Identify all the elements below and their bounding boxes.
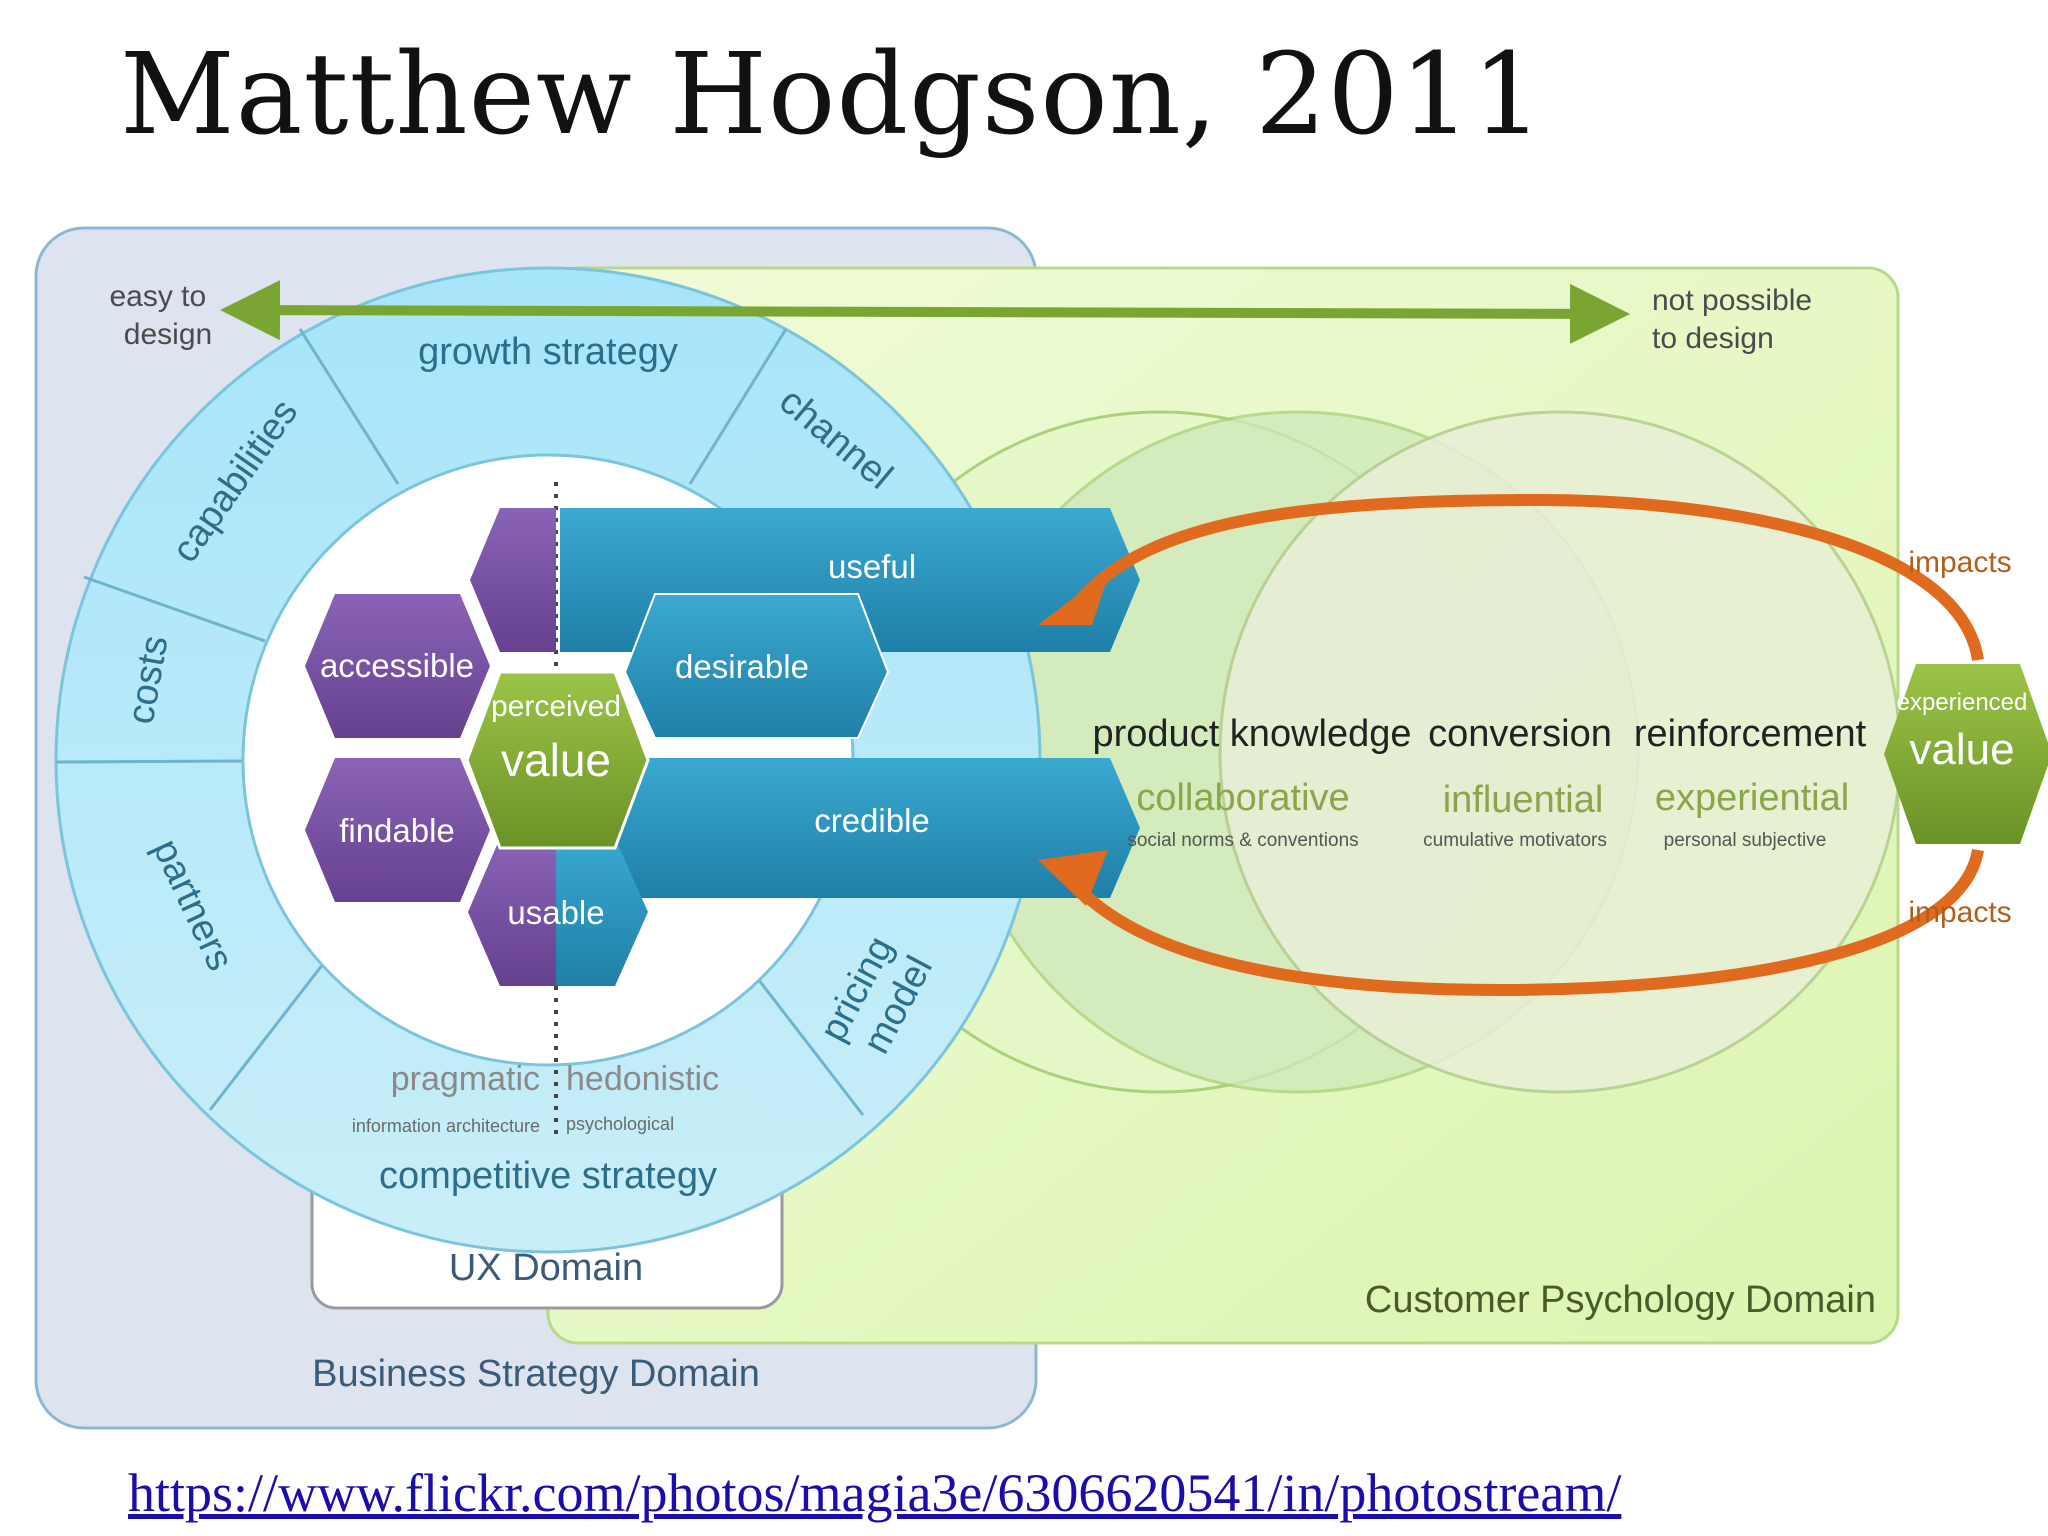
stage-sub-experiential: personal subjective <box>1664 830 1827 851</box>
accessible-hexagon[interactable] <box>305 594 490 738</box>
customer-domain-label: Customer Psychology Domain <box>1365 1279 1876 1321</box>
pragmatic-sub-label: information architecture <box>352 1116 540 1136</box>
experienced-value-label: value <box>1909 725 2014 774</box>
stage-title-product-knowledge: product knowledge <box>1093 713 1412 755</box>
ring-dividers <box>55 328 865 1116</box>
perceived-label: perceived <box>491 690 621 723</box>
impacts-arrow-top-head <box>1038 570 1110 625</box>
experienced-value-hexagon[interactable] <box>1884 664 2048 844</box>
design-scale-arrow <box>220 280 1630 344</box>
stage-type-influential: influential <box>1443 779 1604 821</box>
experienced-label: experienced <box>1897 689 2028 716</box>
business-domain-label: Business Strategy Domain <box>312 1353 760 1395</box>
impacts-arrow-bottom <box>1075 848 1984 997</box>
competitive-strategy-label: competitive strategy <box>379 1155 717 1197</box>
slide-title: Matthew Hodgson, 2011 <box>120 30 1545 160</box>
credible-band[interactable] <box>600 758 1140 898</box>
stage-sub-influential: cumulative motivators <box>1423 830 1607 851</box>
perceived-value-label: value <box>501 734 611 786</box>
desirable-hexagon[interactable] <box>623 593 890 739</box>
scale-right-label: not possible to design <box>1652 284 1820 355</box>
scale-left-label: easy to design <box>109 280 214 351</box>
stage-title-reinforcement: reinforcement <box>1634 713 1867 755</box>
useful-label: useful <box>828 548 916 585</box>
hedonistic-sub-label: psychological <box>566 1114 674 1134</box>
usable-label: usable <box>507 894 604 931</box>
stage-sub-collaborative: social norms & conventions <box>1127 830 1358 851</box>
stage-type-experiential: experiential <box>1655 777 1849 819</box>
perceived-value-hexagon[interactable] <box>465 670 650 850</box>
growth-strategy-label: growth strategy <box>418 331 678 373</box>
credible-label: credible <box>814 802 930 839</box>
hedonistic-label: hedonistic <box>566 1060 719 1098</box>
pragmatic-label: pragmatic <box>391 1060 540 1098</box>
stage-type-collaborative: collaborative <box>1136 777 1349 819</box>
impacts-top-label: impacts <box>1908 546 2011 579</box>
accessible-label: accessible <box>320 647 474 684</box>
top-half-hexagon <box>470 508 556 652</box>
impacts-arrow-bottom-head <box>1038 850 1108 906</box>
findable-hexagon[interactable] <box>305 758 490 902</box>
impacts-arrow-top <box>1075 493 1984 662</box>
ux-strategy-diagram: easy to design not possible to design gr… <box>34 226 2048 1430</box>
usable-hexagon[interactable] <box>468 838 648 986</box>
desirable-label: desirable <box>675 648 809 685</box>
findable-label: findable <box>339 812 455 849</box>
impacts-bottom-label: impacts <box>1908 896 2011 929</box>
source-link[interactable]: https://www.flickr.com/photos/magia3e/63… <box>128 1463 1622 1523</box>
stage-title-conversion: conversion <box>1428 713 1612 755</box>
ux-domain-label: UX Domain <box>449 1247 643 1289</box>
